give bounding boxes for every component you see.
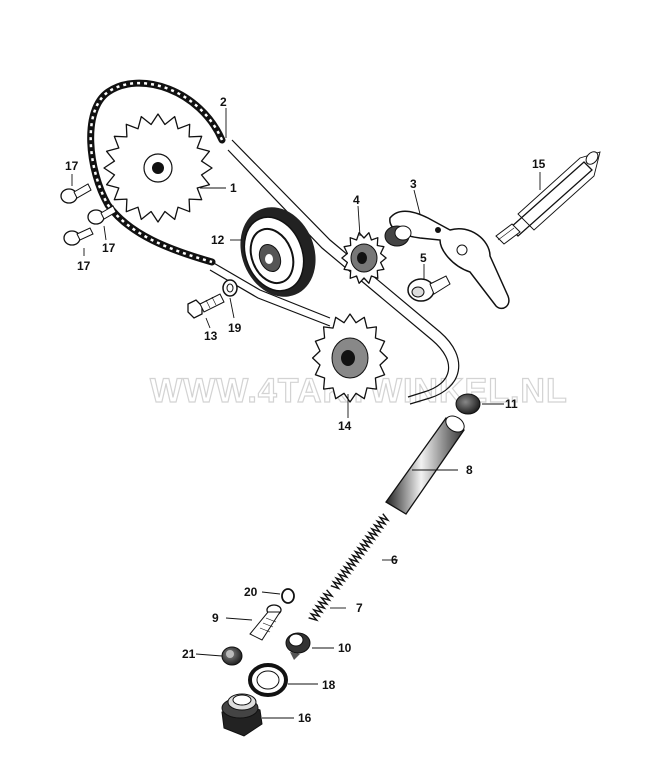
label-15: 15 bbox=[532, 157, 546, 171]
label-20: 20 bbox=[244, 585, 258, 599]
label-4: 4 bbox=[353, 193, 360, 207]
part-cap bbox=[455, 393, 481, 415]
part-bolt-pin bbox=[249, 604, 282, 641]
part-bolt-13 bbox=[187, 293, 225, 319]
chain-run bbox=[209, 139, 460, 405]
part-screw-17b bbox=[63, 227, 94, 246]
part-guide-roller bbox=[240, 207, 316, 297]
label-9: 9 bbox=[212, 611, 219, 625]
part-plug-bolt bbox=[221, 693, 263, 737]
label-13: 13 bbox=[204, 329, 218, 343]
label-21: 21 bbox=[182, 647, 196, 661]
part-washer-19 bbox=[222, 279, 238, 297]
part-tensioner-bracket bbox=[384, 210, 510, 310]
label-8: 8 bbox=[466, 463, 473, 477]
part-drive-sprocket bbox=[103, 113, 213, 223]
label-3: 3 bbox=[410, 177, 417, 191]
part-nut-10 bbox=[285, 632, 311, 660]
part-long-spring bbox=[330, 513, 390, 590]
label-17c: 17 bbox=[102, 241, 116, 255]
part-labels: 2 1 3 4 5 6 7 8 9 10 11 12 13 14 15 16 1… bbox=[65, 95, 546, 725]
part-bolt-5 bbox=[407, 275, 451, 302]
part-tensioner-tube bbox=[385, 415, 465, 515]
label-10: 10 bbox=[338, 641, 352, 655]
label-5: 5 bbox=[420, 251, 427, 265]
part-chain bbox=[87, 79, 226, 266]
label-7: 7 bbox=[356, 601, 363, 615]
leader-lines bbox=[71, 108, 541, 719]
label-18: 18 bbox=[322, 678, 336, 692]
label-14: 14 bbox=[338, 419, 352, 433]
part-small-sprocket bbox=[341, 232, 387, 284]
label-17b: 17 bbox=[77, 259, 91, 273]
label-19: 19 bbox=[228, 321, 242, 335]
part-screw-17c bbox=[87, 205, 117, 225]
part-shaft bbox=[495, 151, 601, 245]
label-6: 6 bbox=[391, 553, 398, 567]
label-2: 2 bbox=[220, 95, 227, 109]
part-tensioner-sprocket bbox=[311, 313, 389, 403]
part-screw-17a bbox=[60, 183, 92, 204]
label-17a: 17 bbox=[65, 159, 79, 173]
label-1: 1 bbox=[230, 181, 237, 195]
part-washer-18 bbox=[248, 663, 288, 697]
label-16: 16 bbox=[298, 711, 312, 725]
part-o-ring bbox=[281, 588, 295, 604]
label-11: 11 bbox=[505, 397, 518, 411]
label-12: 12 bbox=[211, 233, 225, 247]
part-nut-21 bbox=[221, 646, 243, 666]
bracket-bushing bbox=[384, 225, 412, 247]
part-short-spring bbox=[308, 589, 335, 622]
